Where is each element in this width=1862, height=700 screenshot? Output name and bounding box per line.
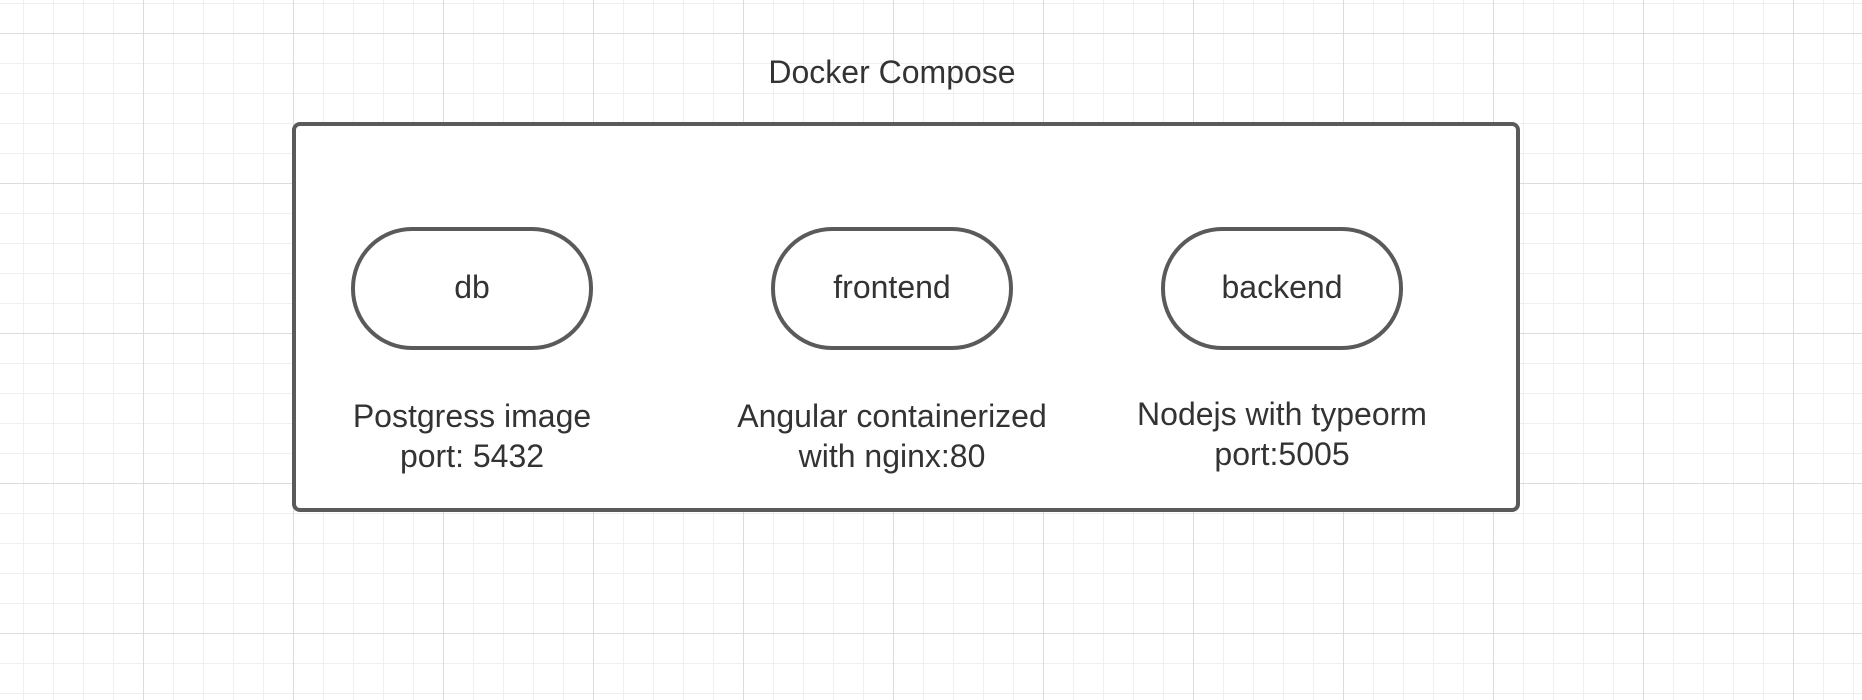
db-description-line-2: port: 5432: [399, 438, 545, 474]
service-db-node[interactable]: db: [351, 227, 593, 350]
frontend-description-line-2: with nginx:80: [798, 438, 986, 474]
frontend-description-line-1: Angular containerized: [737, 398, 1047, 434]
db-description[interactable]: Postgress image port: 5432: [292, 396, 652, 476]
frontend-description[interactable]: Angular containerized with nginx:80: [712, 396, 1072, 476]
service-backend-label: backend: [1221, 269, 1343, 305]
service-frontend-node[interactable]: frontend: [771, 227, 1013, 350]
db-description-line-1: Postgress image: [352, 398, 592, 434]
diagram-title: Docker Compose: [768, 54, 1016, 90]
service-frontend-label: frontend: [833, 269, 951, 305]
backend-description-line-1: Nodejs with typeorm: [1137, 396, 1427, 432]
service-db-label: db: [454, 269, 490, 305]
backend-description[interactable]: Nodejs with typeorm port:5005: [1102, 394, 1462, 474]
backend-description-line-2: port:5005: [1214, 436, 1350, 472]
service-backend-node[interactable]: backend: [1161, 227, 1403, 350]
